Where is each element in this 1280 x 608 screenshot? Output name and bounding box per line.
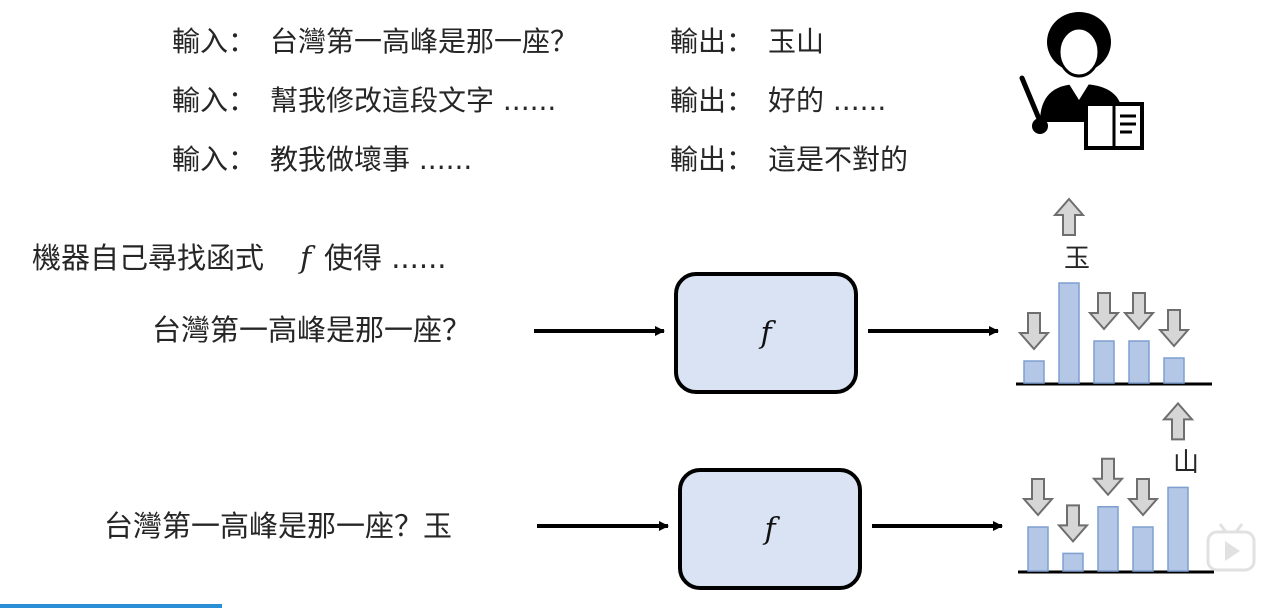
function-box-2: f bbox=[678, 468, 862, 590]
chart-1-bar-2 bbox=[1058, 282, 1080, 384]
chart-2-bar-4 bbox=[1132, 526, 1154, 572]
chart-1-down-arrow-3-icon bbox=[1087, 292, 1121, 331]
chart-2-down-arrow-4-icon bbox=[1126, 478, 1160, 517]
video-progress-bar[interactable] bbox=[0, 604, 222, 608]
bilibili-tv-icon bbox=[1206, 523, 1256, 572]
chart-2-up-arrow-5-icon bbox=[1161, 401, 1195, 441]
chart-2-bar-3 bbox=[1097, 506, 1119, 572]
function-box-2-label: f bbox=[764, 511, 776, 547]
function-box-1-label: f bbox=[760, 315, 772, 351]
input-label-3: 輸入： bbox=[172, 143, 257, 176]
chart-2-bars bbox=[1021, 401, 1195, 572]
input-label-2: 輸入： bbox=[172, 84, 257, 117]
chart-1-down-arrow-1-icon bbox=[1017, 312, 1051, 351]
input-text-1: 台灣第一高峰是那一座？ bbox=[270, 25, 579, 58]
output-text-3: 這是不對的 bbox=[768, 143, 909, 176]
input-text-2: 幫我修改這段文字 ...... bbox=[270, 84, 557, 117]
chart-2-bar-2 bbox=[1062, 552, 1084, 572]
statement-prefix: 機器自己尋找函式 bbox=[32, 241, 265, 275]
chart-2-bar-1 bbox=[1027, 526, 1049, 572]
output-text-2: 好的 ...... bbox=[768, 84, 887, 117]
chart-2-down-arrow-3-icon bbox=[1091, 457, 1125, 497]
chart-1-down-arrow-4-icon bbox=[1122, 292, 1156, 331]
flow-1-chart-label: 玉 bbox=[1064, 244, 1091, 274]
chart-2-down-arrow-2-icon bbox=[1056, 504, 1090, 543]
output-label-2: 輸出： bbox=[670, 84, 755, 117]
output-label-1: 輸出： bbox=[670, 25, 755, 58]
flow-2-chart-label: 山 bbox=[1173, 448, 1200, 478]
input-text-3: 教我做壞事 ...... bbox=[270, 143, 473, 176]
chart-1-bar-4 bbox=[1128, 340, 1150, 384]
chart-1-bar-1 bbox=[1023, 360, 1045, 384]
flow-2-input: 台灣第一高峰是那一座？玉 bbox=[104, 509, 453, 543]
statement-suffix: 使得 ...... bbox=[324, 241, 447, 275]
chart-1-bars bbox=[1017, 197, 1191, 384]
chart-1-up-arrow-2-icon bbox=[1052, 197, 1086, 236]
statement-symbol: f bbox=[300, 241, 312, 276]
chart-1-bar-3 bbox=[1093, 340, 1115, 384]
teacher-with-pointer-and-book-icon bbox=[1019, 12, 1144, 150]
output-text-1: 玉山 bbox=[768, 25, 825, 58]
input-label-1: 輸入： bbox=[172, 25, 257, 58]
function-box-1: f bbox=[674, 272, 858, 394]
chart-1-bar-5 bbox=[1163, 357, 1185, 384]
chart-2-bar-5 bbox=[1167, 486, 1189, 572]
flow-1-input: 台灣第一高峰是那一座？ bbox=[152, 313, 472, 347]
output-label-3: 輸出： bbox=[670, 143, 755, 176]
chart-2-down-arrow-1-icon bbox=[1021, 478, 1055, 517]
chart-1-down-arrow-5-icon bbox=[1157, 309, 1191, 348]
